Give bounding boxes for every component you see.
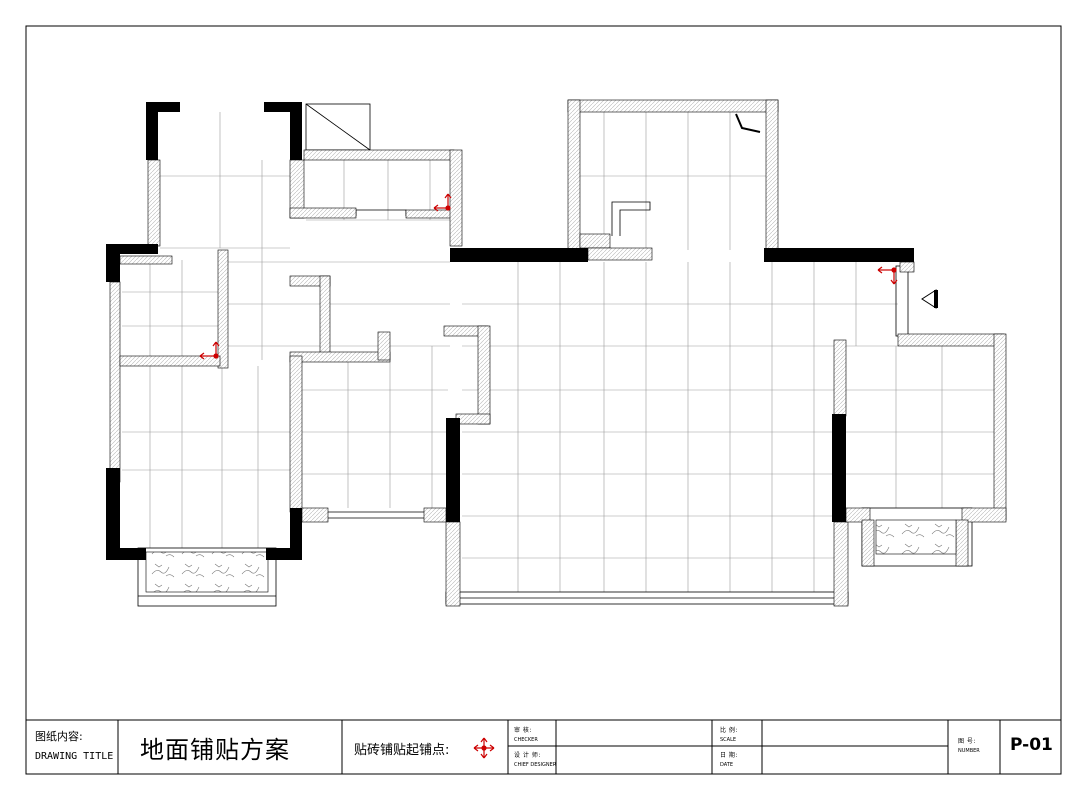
date-label-en: DATE	[720, 762, 734, 768]
start-point-label: 贴砖铺贴起铺点:	[354, 743, 450, 758]
bearing-walls	[106, 102, 914, 560]
drawing-title-label: DRAWING TITLE	[35, 751, 114, 762]
drawing-frame	[25, 25, 1062, 775]
start-marker-icon	[433, 193, 452, 212]
scale-label-cn: 比 例:	[720, 727, 738, 734]
drawing-number: P-01	[1010, 735, 1053, 755]
balcony-marble-left	[145, 551, 269, 593]
hatched-walls	[109, 99, 1007, 607]
door-mark-upper-right	[735, 113, 761, 133]
designer-label-cn: 设 计 师:	[514, 752, 541, 759]
start-marker-icon	[877, 266, 898, 285]
date-label-cn: 日 期:	[720, 752, 738, 759]
start-marker-icon	[199, 341, 220, 360]
direction-arrow	[921, 289, 937, 309]
checker-label-en: CHECKER	[514, 737, 538, 743]
scale-label-en: SCALE	[720, 737, 737, 743]
drawing-content-label: 图纸内容:	[35, 730, 83, 743]
checker-label-cn: 审 核:	[514, 727, 532, 734]
number-label-en: NUMBER	[958, 748, 980, 754]
start-point-legend-icon	[473, 737, 495, 759]
tile-grid	[122, 112, 994, 592]
direction-arrow-bar	[934, 290, 938, 308]
number-label-cn: 图 号:	[958, 738, 976, 745]
floor-plan	[106, 99, 1007, 607]
title-block	[26, 719, 1061, 774]
start-point-markers	[199, 193, 898, 360]
drawing-title: 地面铺贴方案	[140, 736, 290, 764]
designer-label-en: CHIEF DESIGNER	[514, 762, 557, 768]
balcony-marble-right	[875, 519, 957, 555]
